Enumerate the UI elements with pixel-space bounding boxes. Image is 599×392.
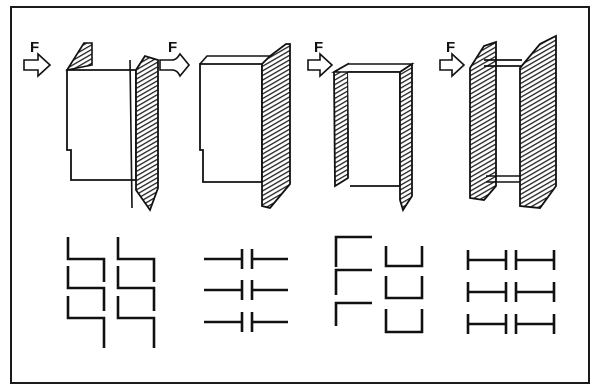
panel-4: F [440,36,556,334]
channel-section-icons [336,237,422,332]
channel-sheet [334,64,412,210]
panel-1: F [24,39,158,348]
force-arrow-2: F [160,39,189,76]
force-label-3: F [314,39,323,56]
panel-3: F [308,39,422,332]
force-label-2: F [168,39,177,56]
i-section-icons [468,250,554,334]
z-sheet-stack [67,43,158,210]
force-arrow-4: F [440,39,464,76]
z-section-icons [68,237,154,348]
force-label-1: F [30,39,39,56]
i-sheet [470,36,556,208]
force-label-4: F [446,39,455,56]
force-arrow-1: F [24,39,50,76]
t-sheet [200,44,290,208]
t-section-icons [204,249,288,332]
force-arrow-3: F [308,39,332,76]
panel-2: F [160,39,290,332]
